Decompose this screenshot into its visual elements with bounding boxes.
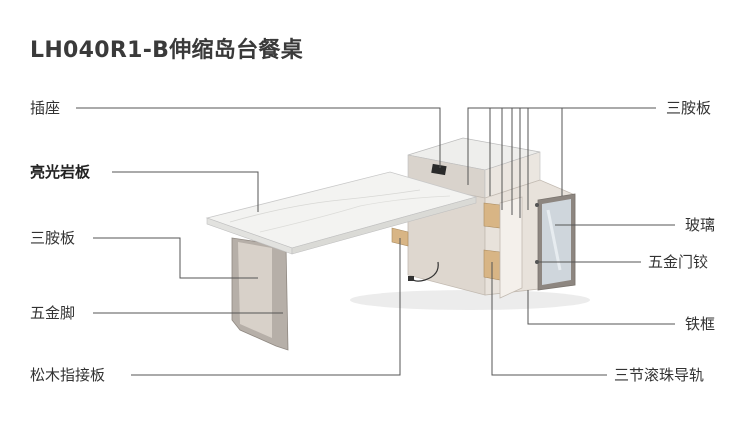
marble-vein-2	[259, 195, 451, 233]
leader-rock-slab	[112, 171, 259, 212]
socket-panel	[431, 163, 447, 176]
hinge-bottom	[535, 260, 539, 264]
label-finger-joint-board: 松木指接板	[30, 366, 106, 384]
glass-door-pane	[542, 199, 571, 285]
leader-iron-frame	[527, 290, 675, 325]
leader-finger-joint	[131, 238, 401, 376]
tabletop-side-edge	[291, 196, 477, 255]
page-title: LH040R1-B伸缩岛台餐桌	[30, 38, 304, 63]
leader-ball-slide	[491, 262, 607, 376]
leg-inner-panel	[238, 242, 272, 338]
label-rock-slab: 亮光岩板	[30, 163, 91, 181]
label-apron-right: 三胺板	[666, 99, 712, 117]
label-apron-left: 三胺板	[30, 229, 76, 247]
power-plug	[408, 276, 414, 281]
leader-apron-right	[467, 107, 656, 185]
leader-apron-left	[93, 237, 258, 279]
leader-socket	[76, 107, 441, 168]
label-ball-slide: 三节滚珠导轨	[614, 366, 705, 384]
floor-shadow	[350, 290, 590, 310]
label-iron-frame: 铁框	[685, 315, 716, 333]
marble-vein-1	[229, 189, 421, 223]
label-socket: 插座	[30, 99, 61, 117]
finger-joint-edge	[391, 227, 409, 247]
leader-lines	[76, 107, 675, 376]
hinge-top	[535, 203, 539, 207]
label-door-hinge: 五金门铰	[648, 253, 709, 271]
extending-table	[205, 171, 478, 351]
glass-reflection	[546, 209, 562, 271]
label-glass: 玻璃	[685, 216, 716, 234]
drawer-upper	[483, 202, 501, 229]
label-metal-leg: 五金脚	[30, 304, 76, 322]
cabinet-door-panel	[499, 196, 523, 299]
